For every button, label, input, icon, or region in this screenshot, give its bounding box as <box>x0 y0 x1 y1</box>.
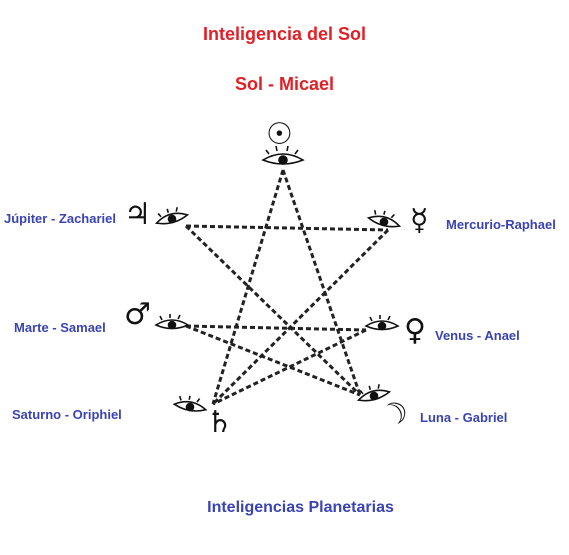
eye-icon-upper-right <box>366 210 402 228</box>
diagram-subtitle: Sol - Micael <box>234 74 335 94</box>
diagram-caption: Inteligencias Planetarias <box>207 499 394 516</box>
label-mercurio: Mercurio-Raphael <box>446 217 556 232</box>
mars-symbol-icon: ♂ <box>124 297 151 332</box>
eye-icon-low-right <box>356 384 392 402</box>
venus-symbol-icon: ♀ <box>404 313 426 348</box>
label-luna: Luna - Gabriel <box>420 410 508 425</box>
saturn-symbol-icon: ♄ <box>206 405 233 440</box>
star-lines <box>184 169 390 406</box>
eye-icon-low-left <box>172 395 208 412</box>
eye-icon-mid-left <box>154 314 190 330</box>
eye-icon-mid-right <box>364 315 400 331</box>
eye-icon-top <box>261 145 305 165</box>
eye-icon-upper-left <box>154 207 190 225</box>
sun-symbol-icon: ☉ <box>266 117 293 152</box>
star-line <box>211 228 390 406</box>
star-line <box>184 224 362 397</box>
mercury-symbol-icon: ☿ <box>410 203 429 238</box>
star-line <box>185 324 361 397</box>
jupiter-symbol-icon: ♃ <box>124 197 151 232</box>
label-saturno: Saturno - Oriphiel <box>12 407 122 422</box>
star-line <box>185 324 367 332</box>
label-jupiter: Júpiter - Zachariel <box>4 211 116 226</box>
star-line <box>211 169 285 405</box>
label-marte: Marte - Samael <box>14 320 106 335</box>
star-line <box>281 169 362 396</box>
star-line <box>185 224 389 232</box>
label-venus: Venus - Anael <box>435 328 520 343</box>
diagram-title: Inteligencia del Sol <box>202 24 367 44</box>
star-line <box>212 328 367 406</box>
